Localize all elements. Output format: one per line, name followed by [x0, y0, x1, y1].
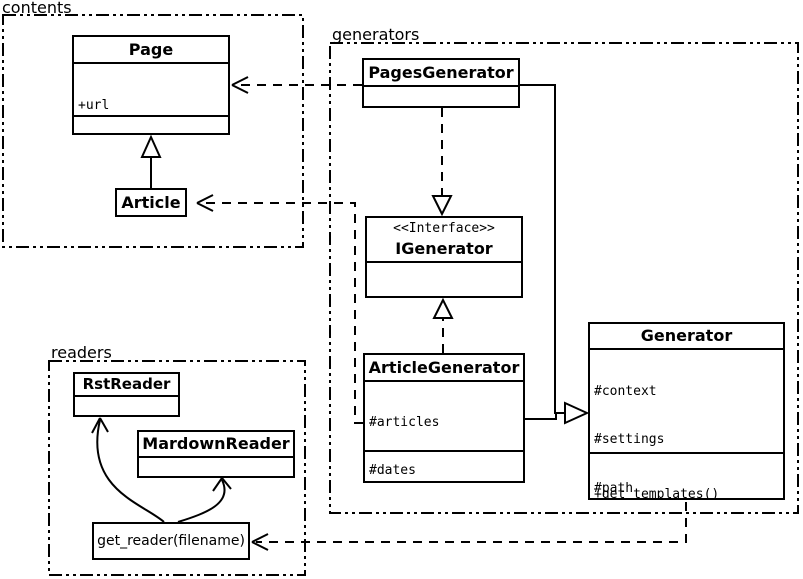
class-generator-methods: +get_templates() +get_files(path,exclude… — [590, 452, 783, 500]
arrowhead-to-getreader — [251, 533, 269, 551]
class-page-methods: +check_properties() — [74, 115, 228, 133]
class-pagesgenerator: PagesGenerator #pages — [362, 58, 520, 108]
class-mardownreader-methods: +read() — [139, 458, 293, 476]
class-generator-attributes: #context #settings #path #theme #output_… — [590, 350, 783, 497]
class-rstreader-methods: +read() — [75, 397, 178, 415]
package-contents-border — [2, 14, 304, 248]
function-get-reader: get_reader(filename) — [92, 522, 250, 560]
class-igenerator-stereotype: <<Interface>> — [393, 221, 495, 236]
edge-getreader-to-rstreader — [96, 419, 165, 523]
class-pagesgenerator-title: PagesGenerator — [364, 60, 518, 87]
class-page-attributes: +url +slug +summary — [74, 64, 228, 115]
class-articlegenerator: ArticleGenerator #articles #dates #tags … — [363, 353, 525, 483]
edge-pagesgenerator-to-generator — [520, 84, 565, 414]
edge-articlegenerator-to-article — [201, 202, 363, 424]
package-generators-label: generators — [332, 25, 420, 44]
arrowhead-article-to-page — [140, 134, 162, 158]
class-igenerator-methods: +generate_context() +generate_output() — [367, 263, 521, 298]
attribute: #dates — [369, 463, 416, 478]
class-generator-title: Generator — [590, 324, 783, 350]
package-generators-border — [329, 42, 799, 514]
arrowhead-to-mardownreader — [212, 477, 232, 492]
method: +get_templates() — [594, 486, 720, 500]
arrowhead-pagesgenerator-to-igenerator — [431, 195, 453, 217]
arrowhead-to-article — [196, 194, 214, 212]
package-readers-border — [48, 360, 306, 576]
arrowhead-to-rstreader — [91, 417, 109, 434]
attribute: #context — [594, 383, 657, 399]
class-rstreader: RstReader +read() — [73, 372, 180, 417]
class-articlegenerator-attributes: #articles #dates #tags #categories — [365, 382, 523, 478]
arrowhead-to-generator — [564, 401, 590, 425]
class-articlegenerator-methods: +generate_feeds() +generate_pages() — [365, 450, 523, 481]
package-readers-label: readers — [51, 343, 112, 362]
edge-articlegenerator-to-generator — [525, 412, 565, 420]
package-contents-label: contents — [2, 0, 72, 17]
attribute: #settings — [594, 432, 665, 448]
attribute: #articles — [369, 415, 440, 430]
class-generator: Generator #context #settings #path #them… — [588, 322, 785, 500]
class-page: Page +url +slug +summary +check_properti… — [72, 35, 230, 135]
class-igenerator-header: <<Interface>> IGenerator — [367, 218, 521, 263]
method: +generate_context() — [371, 296, 517, 298]
attribute: #path — [594, 481, 634, 497]
class-pagesgenerator-attributes: #pages — [364, 87, 518, 106]
class-igenerator-title: IGenerator — [395, 239, 493, 258]
arrowhead-to-page — [231, 76, 249, 94]
class-rstreader-title: RstReader — [75, 374, 178, 397]
edge-generator-to-getreader — [256, 502, 687, 543]
class-articlegenerator-title: ArticleGenerator — [365, 355, 523, 382]
edge-getreader-to-mardownreader — [177, 479, 226, 523]
class-article-title: Article — [121, 193, 181, 212]
attribute: +url — [78, 97, 110, 113]
class-mardownreader-title: MardownReader — [139, 432, 293, 458]
class-page-title: Page — [74, 37, 228, 64]
class-article: Article — [115, 188, 187, 217]
arrowhead-articlegenerator-to-igenerator — [432, 297, 454, 319]
class-igenerator: <<Interface>> IGenerator +generate_conte… — [365, 216, 523, 298]
class-mardownreader: MardownReader +read() — [137, 430, 295, 478]
